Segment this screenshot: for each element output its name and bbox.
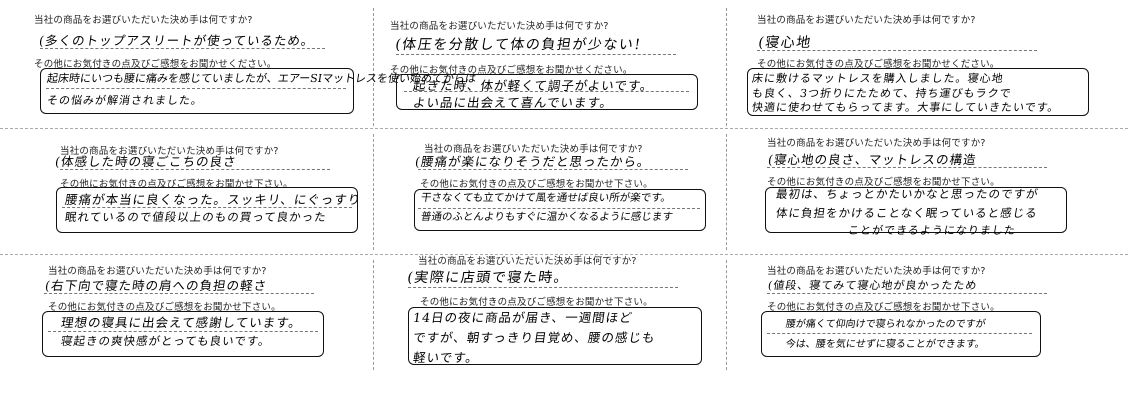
answer-line bbox=[408, 287, 678, 288]
answer-line bbox=[44, 293, 314, 294]
handwritten-answer-2-line2: よい品に出会えて喜んでいます。 bbox=[412, 95, 615, 110]
question-2: その他にお気付きの点及びご感想をお聞かせください。 bbox=[34, 59, 277, 70]
answer-box bbox=[40, 68, 354, 114]
handwritten-answer-1: (実際に店頭で寝た時。 bbox=[406, 270, 571, 286]
answer-line bbox=[60, 169, 330, 170]
handwritten-answer-1: (体圧を分散して体の負担が少ない! bbox=[394, 37, 643, 53]
answer-line bbox=[767, 293, 1047, 294]
answer-box bbox=[414, 189, 706, 231]
answer-box bbox=[747, 68, 1089, 116]
answer-box bbox=[761, 311, 1041, 357]
survey-card: 当社の商品をお選びいただいた決め手は何ですか? (寝心地の良さ、マットレスの構造… bbox=[727, 129, 1128, 254]
handwritten-answer-2-line3: 快適に使わせてもらってます。大事にしていきたいです。 bbox=[751, 101, 1061, 114]
handwritten-answer-2-line3: ことができるようになりました bbox=[847, 224, 1017, 237]
question-1: 当社の商品をお選びいただいた決め手は何ですか? bbox=[424, 144, 643, 155]
question-2: その他にお気付きの点及びご感想をお聞かせ下さい。 bbox=[420, 297, 653, 308]
question-1: 当社の商品をお選びいただいた決め手は何ですか? bbox=[34, 15, 253, 26]
question-2: その他にお気付きの点及びご感想をお聞かせ下さい。 bbox=[48, 302, 281, 313]
column-separator bbox=[373, 8, 374, 126]
answer-line bbox=[767, 333, 1032, 334]
column-separator bbox=[373, 134, 374, 250]
handwritten-answer-2: 床に敷けるマットレスを購入しました。寝心地 bbox=[751, 72, 1005, 85]
handwritten-answer-2-line3: 軽いです。 bbox=[412, 350, 481, 365]
survey-card: 当社の商品をお選びいただいた決め手は何ですか? (実際に店頭で寝た時。 その他に… bbox=[374, 255, 726, 375]
answer-box bbox=[56, 187, 358, 233]
handwritten-answer-2-line2: 眠れているので値段以上のもの買って良かった bbox=[64, 210, 328, 224]
handwritten-answer-1: (右下向で寝た時の肩への負担の軽さ bbox=[44, 278, 269, 293]
answer-box bbox=[408, 307, 702, 365]
survey-card: 当社の商品をお選びいただいた決め手は何ですか? (腰痛が楽になりそうだと思ったか… bbox=[374, 129, 726, 254]
handwritten-answer-2-line2: 普通のふとんよりもすぐに温かくなるように感じます bbox=[420, 211, 674, 223]
question-1: 当社の商品をお選びいただいた決め手は何ですか? bbox=[390, 21, 609, 32]
survey-card: 当社の商品をお選びいただいた決め手は何ですか? (体圧を分散して体の負担が少ない… bbox=[374, 0, 726, 128]
question-1: 当社の商品をお選びいただいた決め手は何ですか? bbox=[767, 266, 986, 277]
column-separator bbox=[373, 260, 374, 370]
answer-line bbox=[396, 54, 676, 55]
column-separator bbox=[726, 8, 727, 126]
survey-card: 当社の商品をお選びいただいた決め手は何ですか? (右下向で寝た時の肩への負担の軽… bbox=[0, 255, 373, 375]
question-1: 当社の商品をお選びいただいた決め手は何ですか? bbox=[60, 146, 279, 157]
handwritten-answer-1: (値段、寝てみて寝心地が良かったため bbox=[767, 279, 979, 292]
question-1: 当社の商品をお選びいただいた決め手は何ですか? bbox=[418, 256, 637, 267]
question-2: その他にお気付きの点及びご感想をお聞かせください。 bbox=[390, 65, 633, 76]
answer-box bbox=[765, 187, 1067, 233]
question-2: その他にお気付きの点及びご感想をお聞かせ下さい。 bbox=[767, 302, 1000, 313]
question-2: その他にお気付きの点及びご感想をお聞かせ下さい。 bbox=[420, 179, 653, 190]
handwritten-answer-2: 最初は、ちょっとかたいかなと思ったのですが bbox=[775, 187, 1040, 201]
question-2: その他にお気付きの点及びご感想をお聞かせ下さい。 bbox=[60, 179, 293, 190]
handwritten-answer-2-line2: その悩みが解消されました。 bbox=[46, 94, 204, 107]
handwritten-answer-2: 腰痛が本当に良くなった。スッキリ、にぐっすり bbox=[64, 192, 363, 207]
column-separator bbox=[726, 134, 727, 250]
handwritten-answer-1: (寝心地の良さ、マットレスの構造 bbox=[767, 152, 978, 167]
answer-line bbox=[757, 50, 1037, 51]
survey-card: 当社の商品をお選びいただいた決め手は何ですか? (寝心地 その他にお気付きの点及… bbox=[727, 0, 1128, 128]
handwritten-answer-2: 14日の夜に商品が届き、一週間ほど bbox=[412, 310, 634, 325]
handwritten-answer-1: (多くのトップアスリートが使っているため。 bbox=[38, 33, 316, 48]
answer-line bbox=[48, 331, 318, 332]
answer-line bbox=[767, 167, 1047, 168]
question-1: 当社の商品をお選びいただいた決め手は何ですか? bbox=[48, 266, 267, 277]
handwritten-answer-2: 干さなくても立てかけて風を通せば良い所が楽です。 bbox=[420, 192, 672, 204]
handwritten-answer-2: 理想の寝具に出会えて感謝しています。 bbox=[60, 315, 304, 330]
question-1: 当社の商品をお選びいただいた決め手は何ですか? bbox=[767, 138, 986, 149]
answer-line bbox=[418, 169, 688, 170]
question-2: その他にお気付きの点及びご感想をお聞かせください。 bbox=[757, 59, 1000, 70]
survey-card: 当社の商品をお選びいただいた決め手は何ですか? (値段、寝てみて寝心地が良かった… bbox=[727, 255, 1128, 375]
handwritten-answer-1: (寝心地 bbox=[757, 35, 813, 51]
question-1: 当社の商品をお選びいただいた決め手は何ですか? bbox=[757, 15, 976, 26]
survey-card: 当社の商品をお選びいただいた決め手は何ですか? (多くのトップアスリートが使って… bbox=[0, 0, 477, 128]
answer-line bbox=[404, 91, 689, 92]
handwritten-answer-1: (体感した時の寝ごこちの良さ bbox=[54, 154, 238, 169]
row-separator bbox=[0, 254, 1128, 255]
answer-box bbox=[42, 311, 324, 357]
handwritten-answer-2: 腰が痛くて仰向けで寝られなかったのですが bbox=[785, 319, 987, 330]
handwritten-answer-2-line2: 今は、腰を気にせずに寝ることができます。 bbox=[785, 339, 986, 350]
answer-line bbox=[40, 48, 325, 49]
answer-line bbox=[418, 208, 700, 209]
column-separator bbox=[726, 260, 727, 370]
handwritten-answer-2-line2: 寝起きの爽快感がとっても良いです。 bbox=[60, 334, 272, 348]
answer-box bbox=[396, 74, 698, 110]
handwritten-answer-1: (腰痛が楽になりそうだと思ったから。 bbox=[414, 154, 652, 169]
answer-line bbox=[62, 207, 352, 208]
survey-card: 当社の商品をお選びいただいた決め手は何ですか? (体感した時の寝ごこちの良さ そ… bbox=[0, 129, 373, 254]
question-2: その他にお気付きの点及びご感想をお聞かせ下さい。 bbox=[767, 177, 1000, 188]
answer-line bbox=[46, 88, 346, 89]
handwritten-answer-2-line2: 体に負担をかけることなく眠っていると感じる bbox=[775, 206, 1039, 220]
handwritten-answer-2-line2: ですが、朝すっきり目覚め、腰の感じも bbox=[412, 330, 657, 345]
row-separator bbox=[0, 128, 1128, 129]
